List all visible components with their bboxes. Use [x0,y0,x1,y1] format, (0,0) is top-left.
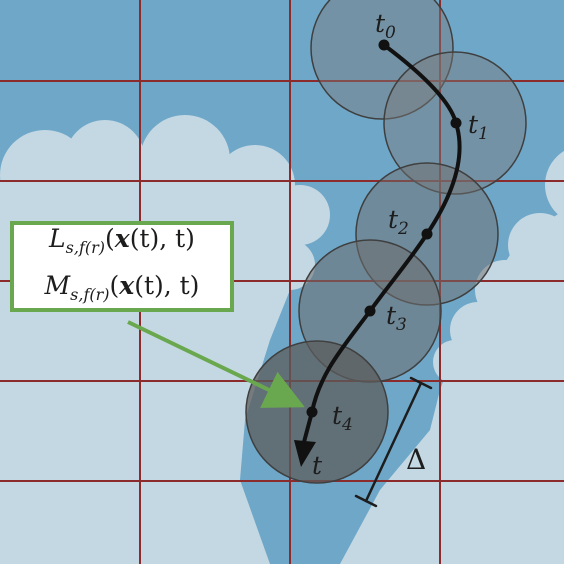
time-label-t2: t2 [388,205,409,239]
cloud-right [340,150,564,564]
disk-t0 [310,0,454,120]
time-label-t4: t4 [332,401,353,435]
width-label: Δ [406,443,426,476]
callout-arrow [127,320,305,408]
trajectory-arrowhead [294,440,316,467]
time-point-t2 [421,228,433,240]
end-time-label: t [312,451,323,480]
time-label-t3: t3 [386,301,407,335]
callout-line-2: Ms,f(r)(x(t), t) [44,270,200,304]
time-point-t0 [378,39,390,51]
time-point-t1 [450,117,462,129]
time-label-t1: t1 [468,110,489,144]
callout-box: Ls,f(r)(x(t), t) Ms,f(r)(x(t), t) [10,221,234,312]
time-point-t4 [306,406,318,418]
callout-line-1: Ls,f(r)(x(t), t) [49,223,195,257]
time-label-t0: t0 [375,9,396,43]
time-point-t3 [364,305,376,317]
time-points [306,39,462,418]
width-dimension [354,376,433,508]
